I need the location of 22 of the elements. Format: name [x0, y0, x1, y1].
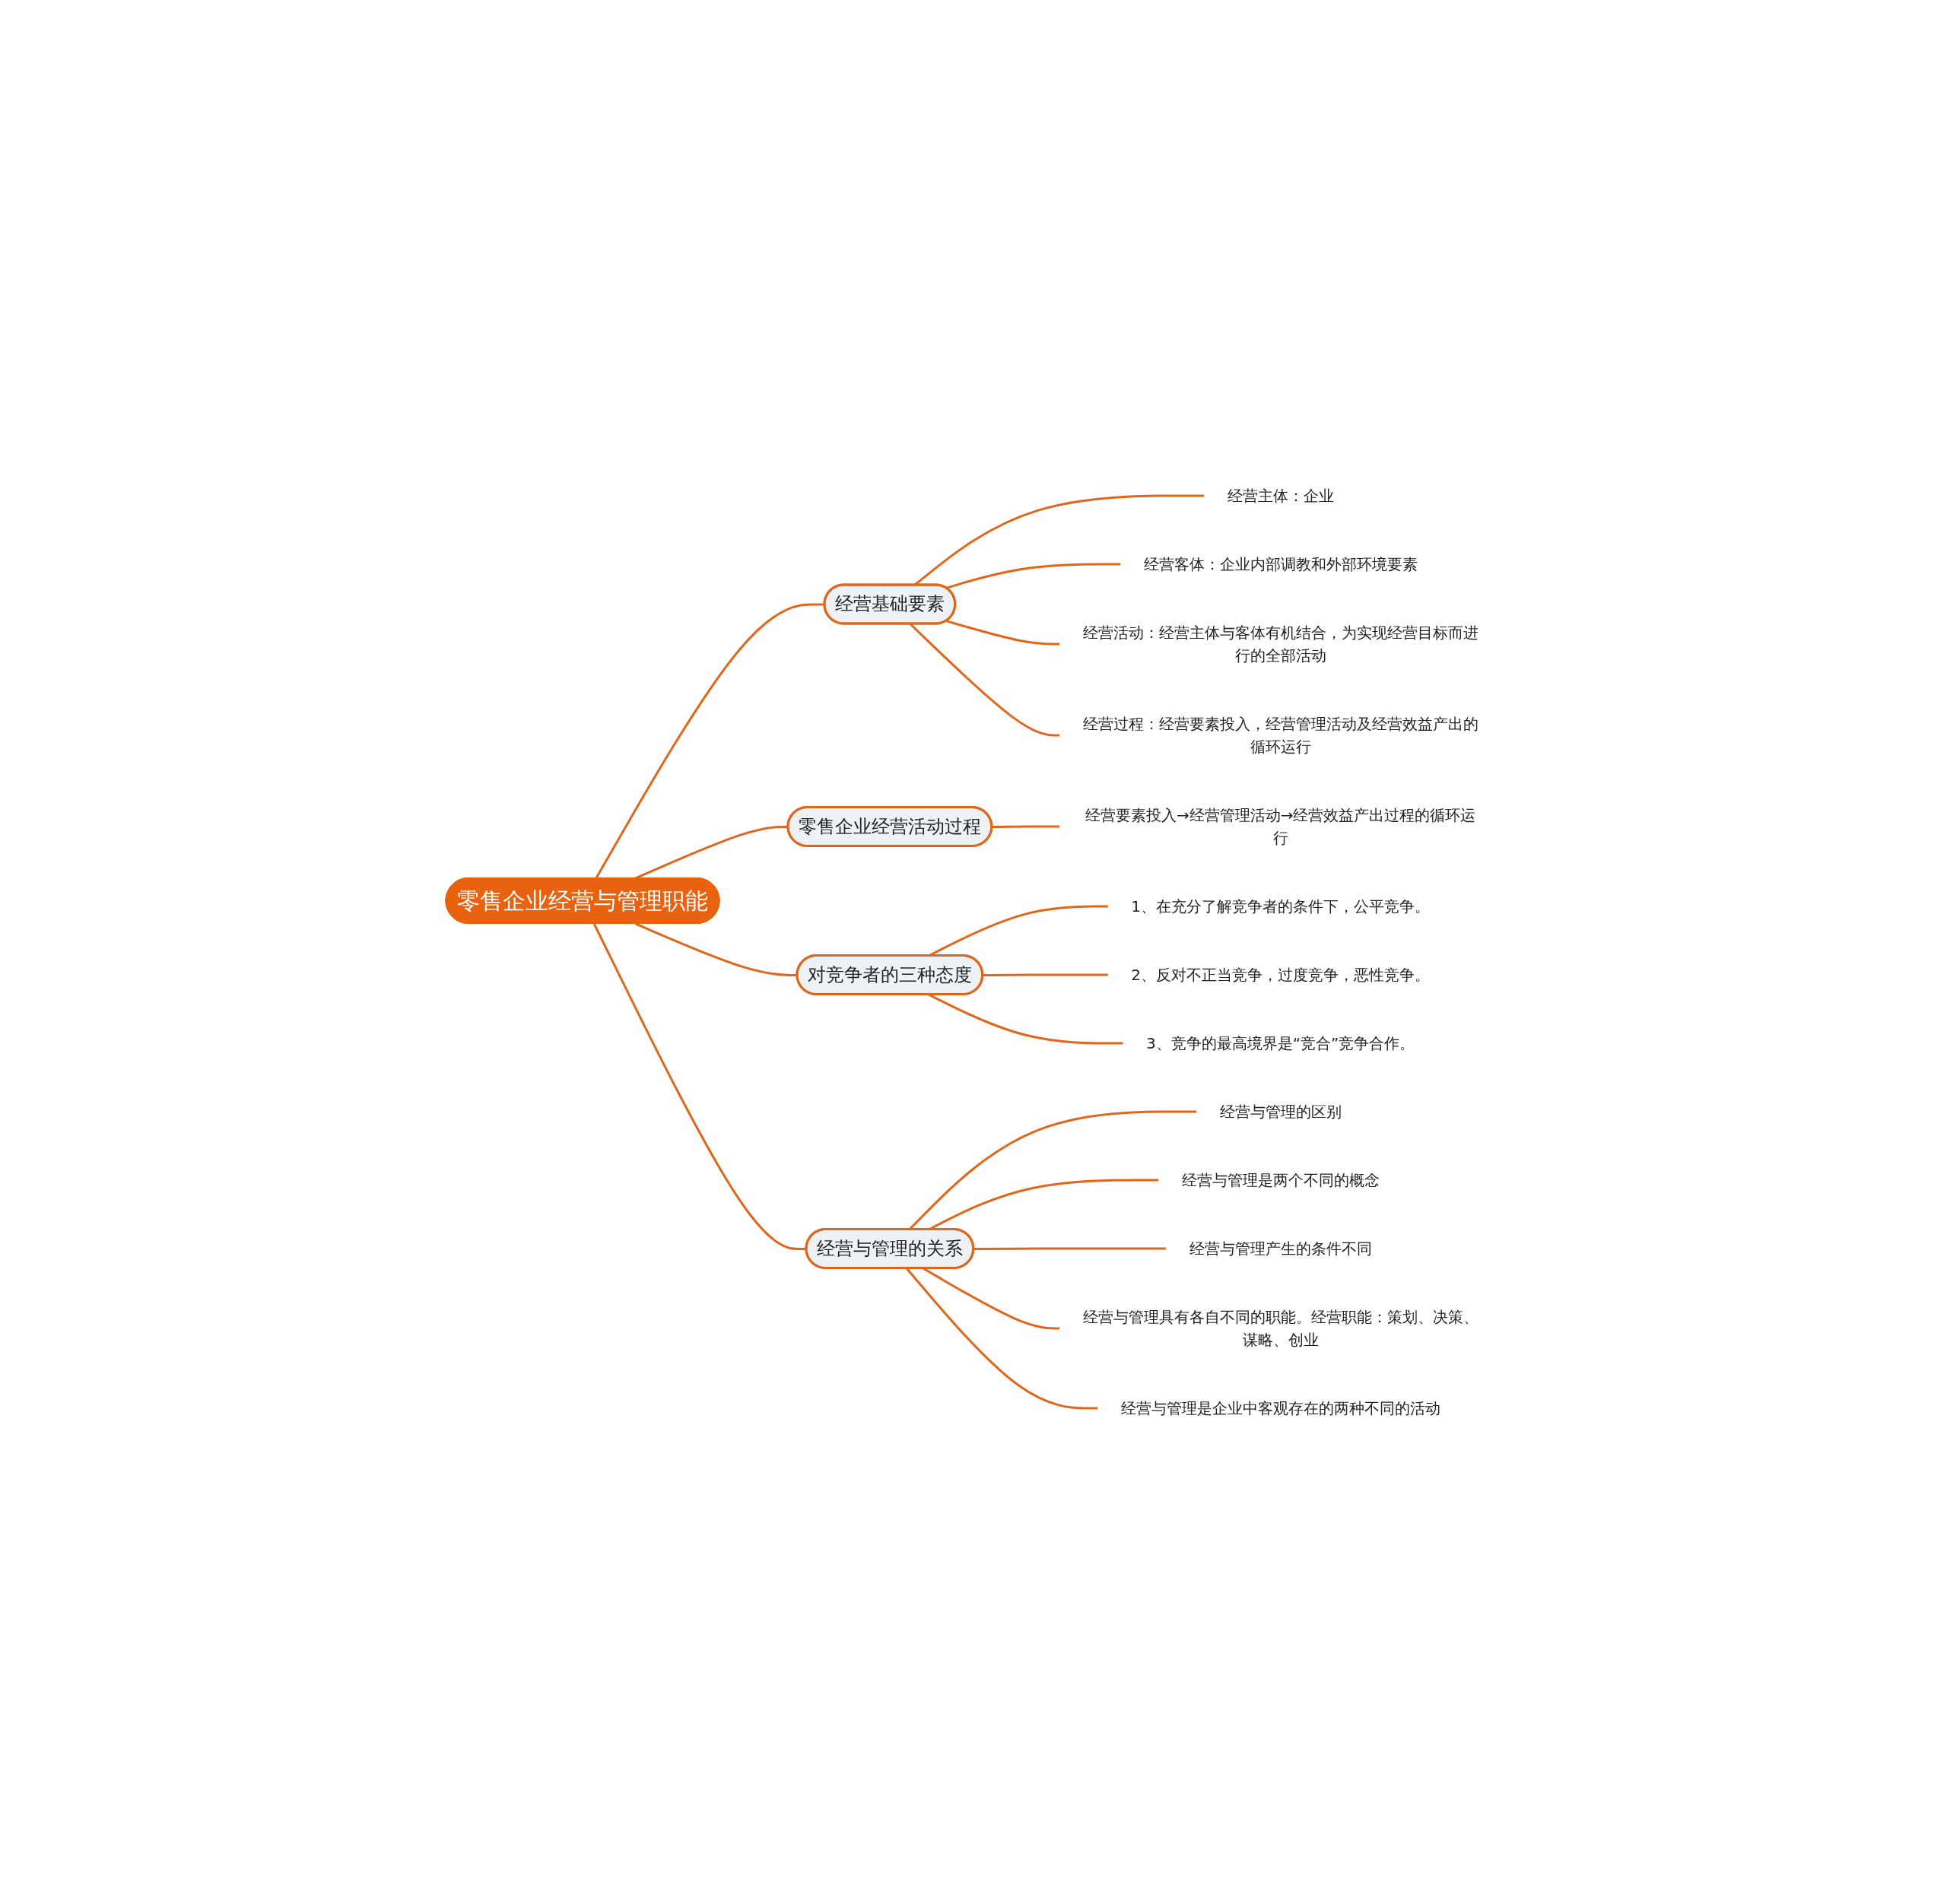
node-text: 3、竞争的最高境界是“竞合”竞争合作。 — [1146, 1033, 1415, 1052]
node-text: 经营与管理的区别 — [1219, 1102, 1342, 1121]
node-text: 经营过程：经营要素投入，经营管理活动及经营效益产出的循环运行 — [1082, 715, 1479, 756]
connector — [945, 620, 1060, 646]
node-text: 经营活动：经营主体与客体有机结合，为实现经营目标而进行的全部活动 — [1082, 624, 1479, 665]
connector — [906, 1268, 1098, 1410]
node-text: 经营与管理产生的条件不同 — [1189, 1239, 1372, 1258]
node-text: 2、反对不正当竞争，过度竞争，恶性竞争。 — [1131, 965, 1431, 984]
connector — [983, 973, 1109, 976]
connector — [595, 603, 825, 879]
connector — [635, 922, 798, 976]
connector — [945, 563, 1121, 589]
connector — [992, 825, 1060, 828]
node-text: 1、在充分了解竞争者的条件下，公平竞争。 — [1131, 896, 1431, 916]
node-text: 经营与管理是两个不同的概念 — [1181, 1170, 1380, 1189]
connector — [593, 923, 807, 1250]
node-text: 经营要素投入→经营管理活动→经营效益产出过程的循环运行 — [1085, 805, 1476, 847]
node-text: 经营与管理具有各自不同的职能。经营职能：策划、决策、谋略、创业 — [1082, 1307, 1479, 1349]
node-text: 经营主体：企业 — [1227, 487, 1334, 505]
connector — [974, 1247, 1167, 1250]
node-text: 经营与管理是企业中客观存在的两种不同的活动 — [1120, 1398, 1440, 1417]
node-text: 经营客体：企业内部调教和外部环境要素 — [1143, 555, 1418, 573]
